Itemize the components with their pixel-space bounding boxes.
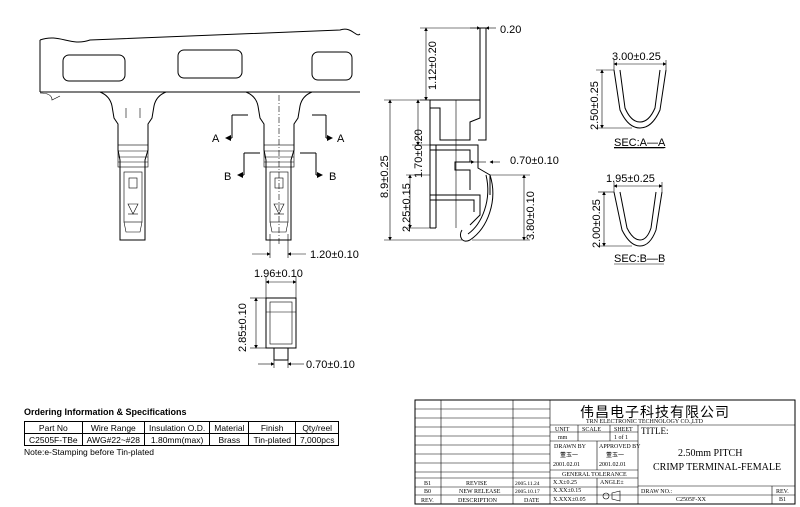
revision-2-desc: NEW RELEASE — [459, 489, 501, 495]
title-line-2: CRIMP TERMINAL-FEMALE — [653, 462, 781, 473]
scale-label: SCALE — [582, 427, 601, 433]
dim-body-height-label: 2.85±0.10 — [237, 303, 249, 352]
sheet-value: 1 of 1 — [614, 434, 628, 441]
section-b-left: B — [224, 171, 231, 183]
dim-pin-width-label: 0.70±0.10 — [306, 359, 355, 371]
approved-by: 董玉一 — [606, 451, 624, 459]
dim-contact-length-label: 3.80±0.10 — [525, 191, 537, 240]
side-view-dimensions: 0.20 1.12±0.20 8.9±0.25 1.70±0.20 2.25±0… — [379, 24, 559, 241]
title-block: 伟昌电子科技有限公司 TRN ELECTRONIC TECHNOLOGY CO.… — [414, 399, 796, 505]
dim-sec-a-width-label: 3.00±0.25 — [612, 51, 661, 63]
cell-qty: 7,000pcs — [294, 433, 340, 446]
header-qty: Qty/reel — [294, 421, 340, 434]
terminal-right — [245, 91, 313, 245]
section-a-left: A — [212, 133, 220, 145]
description-column: DESCRIPTION — [458, 498, 498, 504]
dim-thickness-label: 0.20 — [500, 24, 521, 36]
ordering-table: Part No Wire Range Insulation O.D. Mater… — [24, 421, 340, 446]
unit-label: UNIT — [555, 427, 570, 433]
company-name-en: TRN ELECTRONIC TECHNOLOGY CO.,LTD — [586, 419, 704, 425]
dim-sec-a-height-label: 2.50±0.25 — [589, 81, 601, 130]
revision-2-date: 2005.10.17 — [515, 489, 540, 495]
company-name-cn: 伟昌电子科技有限公司 — [580, 405, 730, 421]
cell-insulation: 1.80mm(max) — [143, 433, 211, 446]
cell-finish: Tin-plated — [248, 433, 296, 446]
dim-insulation-height-label: 1.70±0.20 — [413, 129, 425, 178]
section-b-title: SEC:B—B — [614, 253, 665, 265]
revision-1-rev: B1 — [424, 481, 431, 487]
cell-wire-range: AWG#22~#28 — [81, 433, 146, 446]
ordering-note: Note:e-Stamping before Tin-plated — [24, 447, 154, 457]
revision-1-desc: REVISE — [466, 481, 487, 487]
section-a-title: SEC:A—A — [614, 137, 666, 149]
cell-material: Brass — [209, 433, 250, 446]
header-insulation: Insulation O.D. — [143, 421, 211, 434]
dim-tab-height-label: 1.12±0.20 — [427, 41, 439, 90]
header-wire-range: Wire Range — [81, 421, 146, 434]
projection-symbol-icon — [602, 490, 621, 502]
angle-label: ANGLE± — [600, 480, 624, 486]
carrier-strip — [39, 28, 361, 101]
tolerance-1: X.X±0.25 — [553, 480, 577, 486]
tolerance-3: X.XXX±0.05 — [553, 497, 586, 503]
approved-date: 2001.02.01 — [599, 462, 626, 468]
ordering-data-row: C2505F-TBe AWG#22~#28 1.80mm(max) Brass … — [24, 433, 340, 446]
dim-tip-width-label: 1.20±0.10 — [310, 249, 359, 261]
header-material: Material — [209, 421, 250, 434]
section-a-right: A — [337, 133, 345, 145]
rev-value: B1 — [779, 497, 786, 503]
end-view: 1.96±0.10 2.85±0.10 0.70±0.10 — [237, 268, 355, 371]
unit-value: mm — [558, 435, 568, 441]
section-a-view: 3.00±0.25 2.50±0.25 SEC:A—A — [589, 51, 667, 149]
dim-sec-b-width-label: 1.95±0.25 — [606, 173, 655, 185]
revision-2-rev: B0 — [424, 489, 431, 495]
approved-by-label: APPROVED BY — [599, 444, 641, 450]
ordering-header-row: Part No Wire Range Insulation O.D. Mater… — [24, 421, 340, 434]
sheet-label: SHEET — [614, 427, 633, 433]
dim-spring-gap-label: 0.70±0.10 — [510, 155, 559, 167]
drawn-by-label: DRAWN BY — [554, 444, 587, 450]
drawn-by: 董玉一 — [560, 451, 578, 459]
tolerance-2: X.XX±0.15 — [553, 488, 581, 494]
section-b-view: 1.95±0.25 2.00±0.25 SEC:B—B — [591, 173, 665, 265]
section-markers: A A B B — [212, 114, 345, 183]
ordering-title: Ordering Information & Specifications — [24, 407, 187, 417]
drawing-no: C2505F-XX — [676, 497, 707, 503]
rev-label: REV. — [776, 489, 789, 495]
side-view — [429, 27, 494, 242]
header-part-no: Part No — [24, 421, 83, 434]
title-line-1: 2.50mm PITCH — [678, 448, 742, 459]
dim-sec-b-height-label: 2.00±0.25 — [591, 199, 603, 248]
date-column: DATE — [524, 498, 540, 504]
section-b-right: B — [329, 171, 336, 183]
title-label: TITLE: — [641, 426, 669, 436]
dim-body-width-label: 1.96±0.10 — [254, 268, 303, 280]
dim-tip-width: 1.20±0.10 — [252, 234, 359, 261]
cell-part-no: C2505F-TBe — [24, 433, 83, 446]
drawing-no-label: DRAW NO.: — [641, 489, 672, 495]
dim-contact-height-label: 2.25±0.15 — [401, 183, 413, 232]
dim-overall-height-label: 8.9±0.25 — [379, 155, 391, 198]
rev-column: REV. — [421, 498, 434, 504]
revision-1-date: 2005.11.24 — [515, 481, 540, 487]
tolerance-label: GENERAL TOLERANCE — [562, 472, 627, 478]
header-finish: Finish — [248, 421, 296, 434]
terminal-left — [99, 91, 167, 241]
drawn-date: 2001.02.01 — [553, 462, 580, 468]
